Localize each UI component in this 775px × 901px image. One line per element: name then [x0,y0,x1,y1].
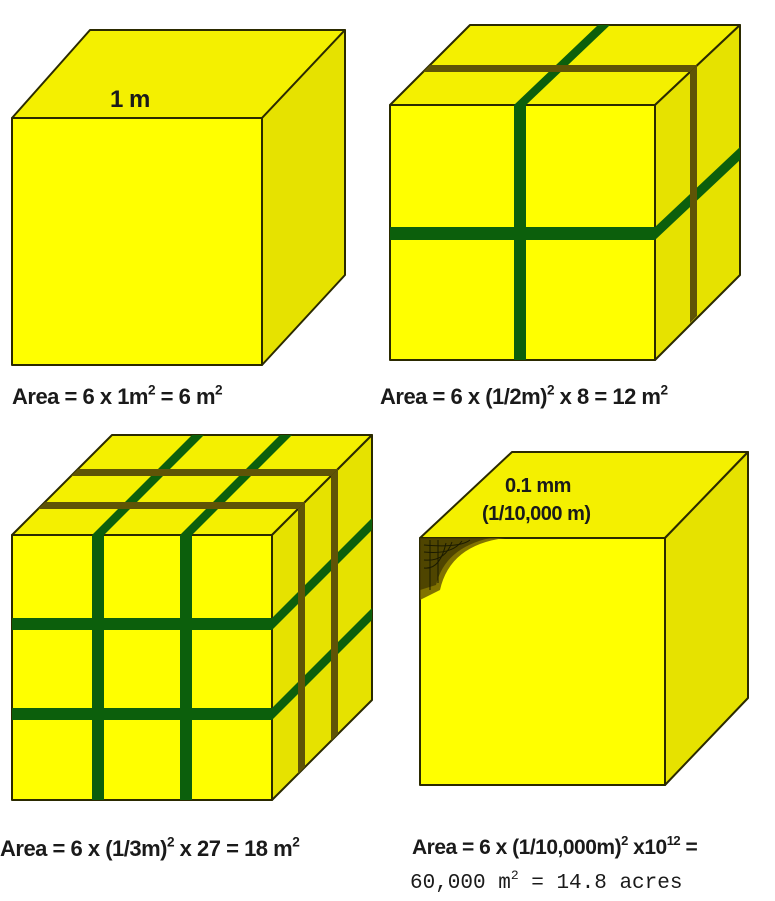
formula-panel-3: Area = 6 x (1/3m)2 x 27 = 18 m2 [0,834,300,861]
formula-panel-4: Area = 6 x (1/10,000m)2 x1012 = [412,832,698,859]
dimension-label-1m: 1 m [110,86,150,113]
dimension-label-line1: 0.1 mm [505,475,571,497]
twenty-seven-cube-stack [11,434,373,801]
formula-panel-4-line2: 60,000 m2 = 14.8 acres [410,867,683,895]
formula-panel-1: Area = 6 x 1m2 = 6 m2 [12,382,223,409]
formula-panel-2: Area = 6 x (1/2m)2 x 8 = 12 m2 [380,382,668,409]
single-cube [11,29,346,366]
tiny-cube-stack [419,451,749,786]
gap-horizontal [390,227,655,240]
tiny-cubes-corner [420,538,505,600]
dimension-label-line2: (1/10,000 m) [482,503,591,525]
eight-cube-stack [389,24,741,361]
cube-front-face [11,117,263,366]
